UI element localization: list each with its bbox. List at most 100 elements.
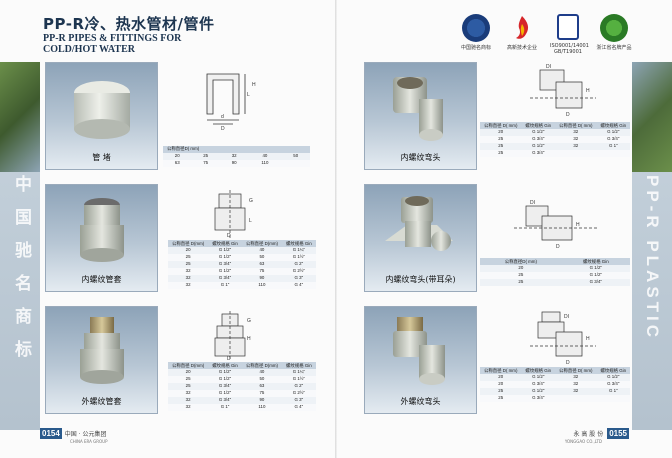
iso-badge-icon [557,14,579,40]
famous-trademark-icon [462,14,490,42]
table-cell: G 1/2" [521,143,556,150]
cap-photo [74,81,130,139]
table-cell: 90 [219,160,249,167]
female-coupling-photo [80,198,124,262]
table-cell: 32 [168,275,209,282]
provincial-brand-icon [600,14,628,42]
table-cell: G 1/2" [208,369,242,376]
male-elbow-spec-table: 公称直径 D( mm) 螺纹规格 Gin 公称直径 D( mm) 螺纹规格 Gi… [480,367,631,402]
title-en-line1: PP-R PIPES & FITTINGS FOR [43,33,182,44]
product-card-female-elbow: 内螺纹弯头 [364,62,477,170]
table-cell: 50 [241,254,283,261]
table-cell: 25 [480,272,562,279]
footer-brand-en: YONGGAO CO.,LTD [564,439,602,444]
svg-text:H: H [586,336,590,342]
page-spine [335,0,337,458]
cert-caption: 高新技术企业 [506,45,537,51]
column-header: 螺纹规格 Gin [282,362,316,369]
column-header: 螺纹规格 Gin [521,367,556,374]
column-header: 螺纹规格 Gin [561,258,630,265]
table-cell: 25 [480,388,522,395]
table-cell: 63 [163,160,192,167]
table-cell: G 1" [596,143,631,150]
product-label: 内螺纹弯头(带耳朵) [385,275,456,284]
table-cell: 32 [555,374,597,381]
table-cell: 20 [480,265,562,272]
table-cell: G 1½" [282,376,316,383]
cert-iso: ISO9001/14001 GB/T19001 [550,14,589,55]
table-cell: 32 [168,268,209,275]
female-elbow-spec-table: 公称直径 D( mm) 螺纹规格 Gin 公称直径 D( mm) 螺纹规格 Gi… [480,122,631,157]
table-cell: 20 [480,129,522,136]
column-header: 公称直径 D( mm) [480,122,522,129]
table-cell: 90 [241,397,283,404]
svg-text:DI: DI [530,200,535,206]
table-cell: 20 [480,374,522,381]
table-cell [596,150,631,157]
table-cell: G 1/2" [596,374,631,381]
product-card-cap: 管 堵 [45,62,158,170]
product-label: 内螺纹弯头 [400,153,441,162]
table-cell: 20 [168,369,209,376]
table-cell: 110 [241,404,283,411]
svg-text:D: D [227,356,231,362]
table-cell: G 1/2" [208,376,242,383]
svg-text:H: H [586,88,590,94]
cert-provincial-brand: 浙江省名牌产品 [596,14,632,55]
page-number: 0155 [607,428,629,439]
table-cell: G 1/2" [208,390,242,397]
table-cell: 25 [480,279,562,286]
table-cell: G 1¼" [282,247,316,254]
column-header: 螺纹规格 Gin [596,122,631,129]
column-header: 公称直径 D( mm) [555,367,597,374]
table-cell: 63 [241,383,283,390]
table-cell: G 1/2" [521,388,556,395]
table-header: 公称直径D( mm) [163,146,310,153]
table-cell: G 3/4" [208,275,242,282]
table-cell: 25 [168,376,209,383]
table-cell: 75 [191,160,220,167]
column-header: 公称直径 D(mm) [241,240,283,247]
svg-text:D: D [227,233,231,239]
table-cell: G 3" [282,275,316,282]
product-label: 内螺纹管套 [81,275,122,284]
table-cell: G 1" [596,388,631,395]
table-cell: G 3/4" [596,381,631,388]
table-cell: G 1/2" [208,254,242,261]
product-label: 外螺纹弯头 [400,397,441,406]
table-cell: 32 [555,381,597,388]
table-cell: 25 [168,261,209,268]
product-card-male-elbow: 外螺纹弯头 [364,306,477,414]
eared-elbow-photo [385,196,453,251]
column-header: 螺纹规格 Gin [282,240,316,247]
table-cell: 32 [168,282,209,289]
table-cell [555,150,597,157]
product-card-male-coupling: 外螺纹管套 [45,306,158,414]
table-cell: 110 [241,282,283,289]
table-cell: G 1" [208,282,242,289]
table-cell: 32 [555,388,597,395]
female-coupling-spec-table: 公称直径 D(mm) 螺纹规格 Gin 公称直径 D(mm) 螺纹规格 Gin … [168,240,316,289]
table-cell: G 2" [282,261,316,268]
table-cell: G 2" [282,383,316,390]
svg-text:H: H [252,82,256,88]
table-cell: 32 [168,397,209,404]
page-number: 0154 [40,428,62,439]
table-cell: 40 [241,369,283,376]
column-header: 公称直径 D( mm) [480,367,522,374]
footer-brand: 永 高 股 份 [573,431,604,438]
cert-caption: 中国驰名商标 [460,45,491,51]
certification-logos: 中国驰名商标 高新技术企业 ISO9001/14001 GB/T19001 浙江… [458,14,632,55]
female-elbow-photo [393,77,443,141]
left-vertical-text: 中国驰名商标 [11,175,31,373]
table-cell: 32 [555,129,597,136]
table-cell: 25 [480,150,522,157]
column-header: 螺纹规格 Gin [208,240,242,247]
column-header: 公称直径 D(mm) [168,240,209,247]
footer-brand-en: CHINA ERA GROUP [70,439,108,444]
